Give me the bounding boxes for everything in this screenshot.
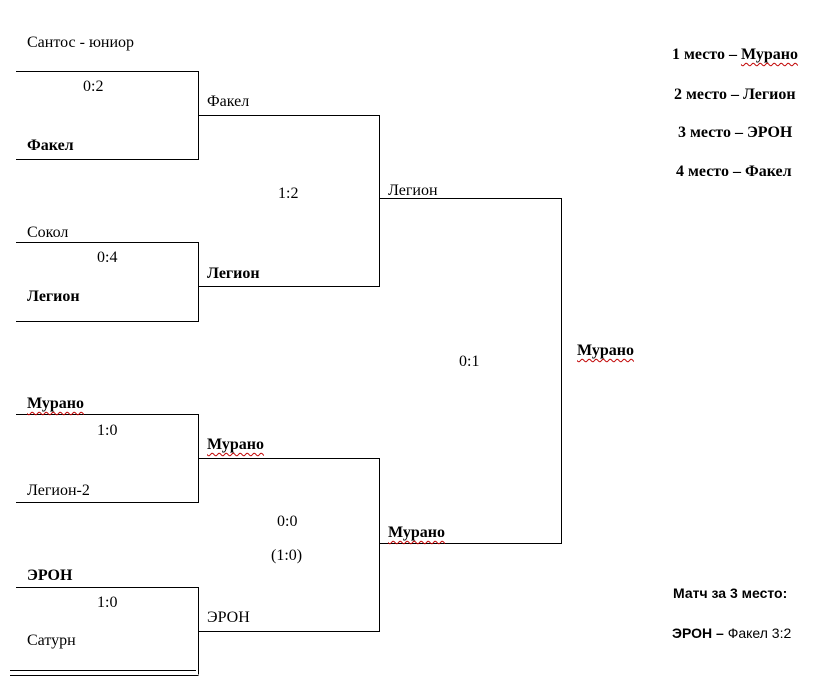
standing-1-place: 1 место – [672,46,741,63]
r1-m1-score: 0:2 [83,78,104,95]
r1-m2-team-b: Легион [27,288,80,305]
third-place-winner: ЭРОН – [672,625,728,641]
r1-m3-team-a: Мурано [27,395,85,412]
third-place-score: Факел 3:2 [727,625,792,641]
standing-2-team: Легион [742,86,796,103]
bracket-r1-m4-bottom [10,670,199,676]
bracket-sf1 [198,115,380,287]
r1-m2-score: 0:4 [97,249,118,266]
sf1-score: 1:2 [278,185,299,202]
final-team-a: Легион [388,182,438,199]
standing-3: 3 место – ЭРОН [678,125,792,141]
standing-4: 4 место – Факел [676,164,792,180]
third-place-result: ЭРОН – Факел 3:2 [672,626,791,640]
r1-m1-team-a: Сантос - юниор [27,34,135,51]
standing-2: 2 место – Легион [674,87,796,103]
sf2-score-extra: (1:0) [271,547,303,564]
r1-m4-team-a: ЭРОН [27,567,73,584]
r1-m2-team-a: Сокол [27,224,69,241]
final-winner: Мурано [577,342,635,359]
sf2-score: 0:0 [277,513,298,530]
r1-m3-score: 1:0 [97,422,118,439]
r1-m3-team-b: Легион-2 [27,482,90,499]
bracket-r1-m2 [16,242,199,322]
standing-3-team: ЭРОН [746,124,793,141]
bracket-final [379,198,562,544]
sf1-team-a: Факел [207,93,250,110]
r1-m4-score: 1:0 [97,594,118,611]
sf2-team-b: ЭРОН [207,609,250,626]
bracket-r1-m4 [16,587,199,675]
standing-1: 1 место – Мурано [672,47,798,63]
sf1-team-b: Легион [207,265,260,282]
standing-3-place: 3 место – [678,124,747,141]
r1-m1-team-b: Факел [27,137,74,154]
final-team-b: Мурано [388,524,446,541]
sf2-team-a: Мурано [207,436,265,453]
final-score: 0:1 [459,353,480,370]
third-place-title: Матч за 3 место: [673,585,788,601]
r1-m4-team-b: Сатурн [27,632,76,649]
standing-1-team: Мурано [740,46,798,63]
bracket-sf2 [198,458,380,632]
standing-4-place: 4 место – [676,163,745,180]
standing-4-team: Факел [744,163,792,180]
standing-2-place: 2 место – [674,86,743,103]
